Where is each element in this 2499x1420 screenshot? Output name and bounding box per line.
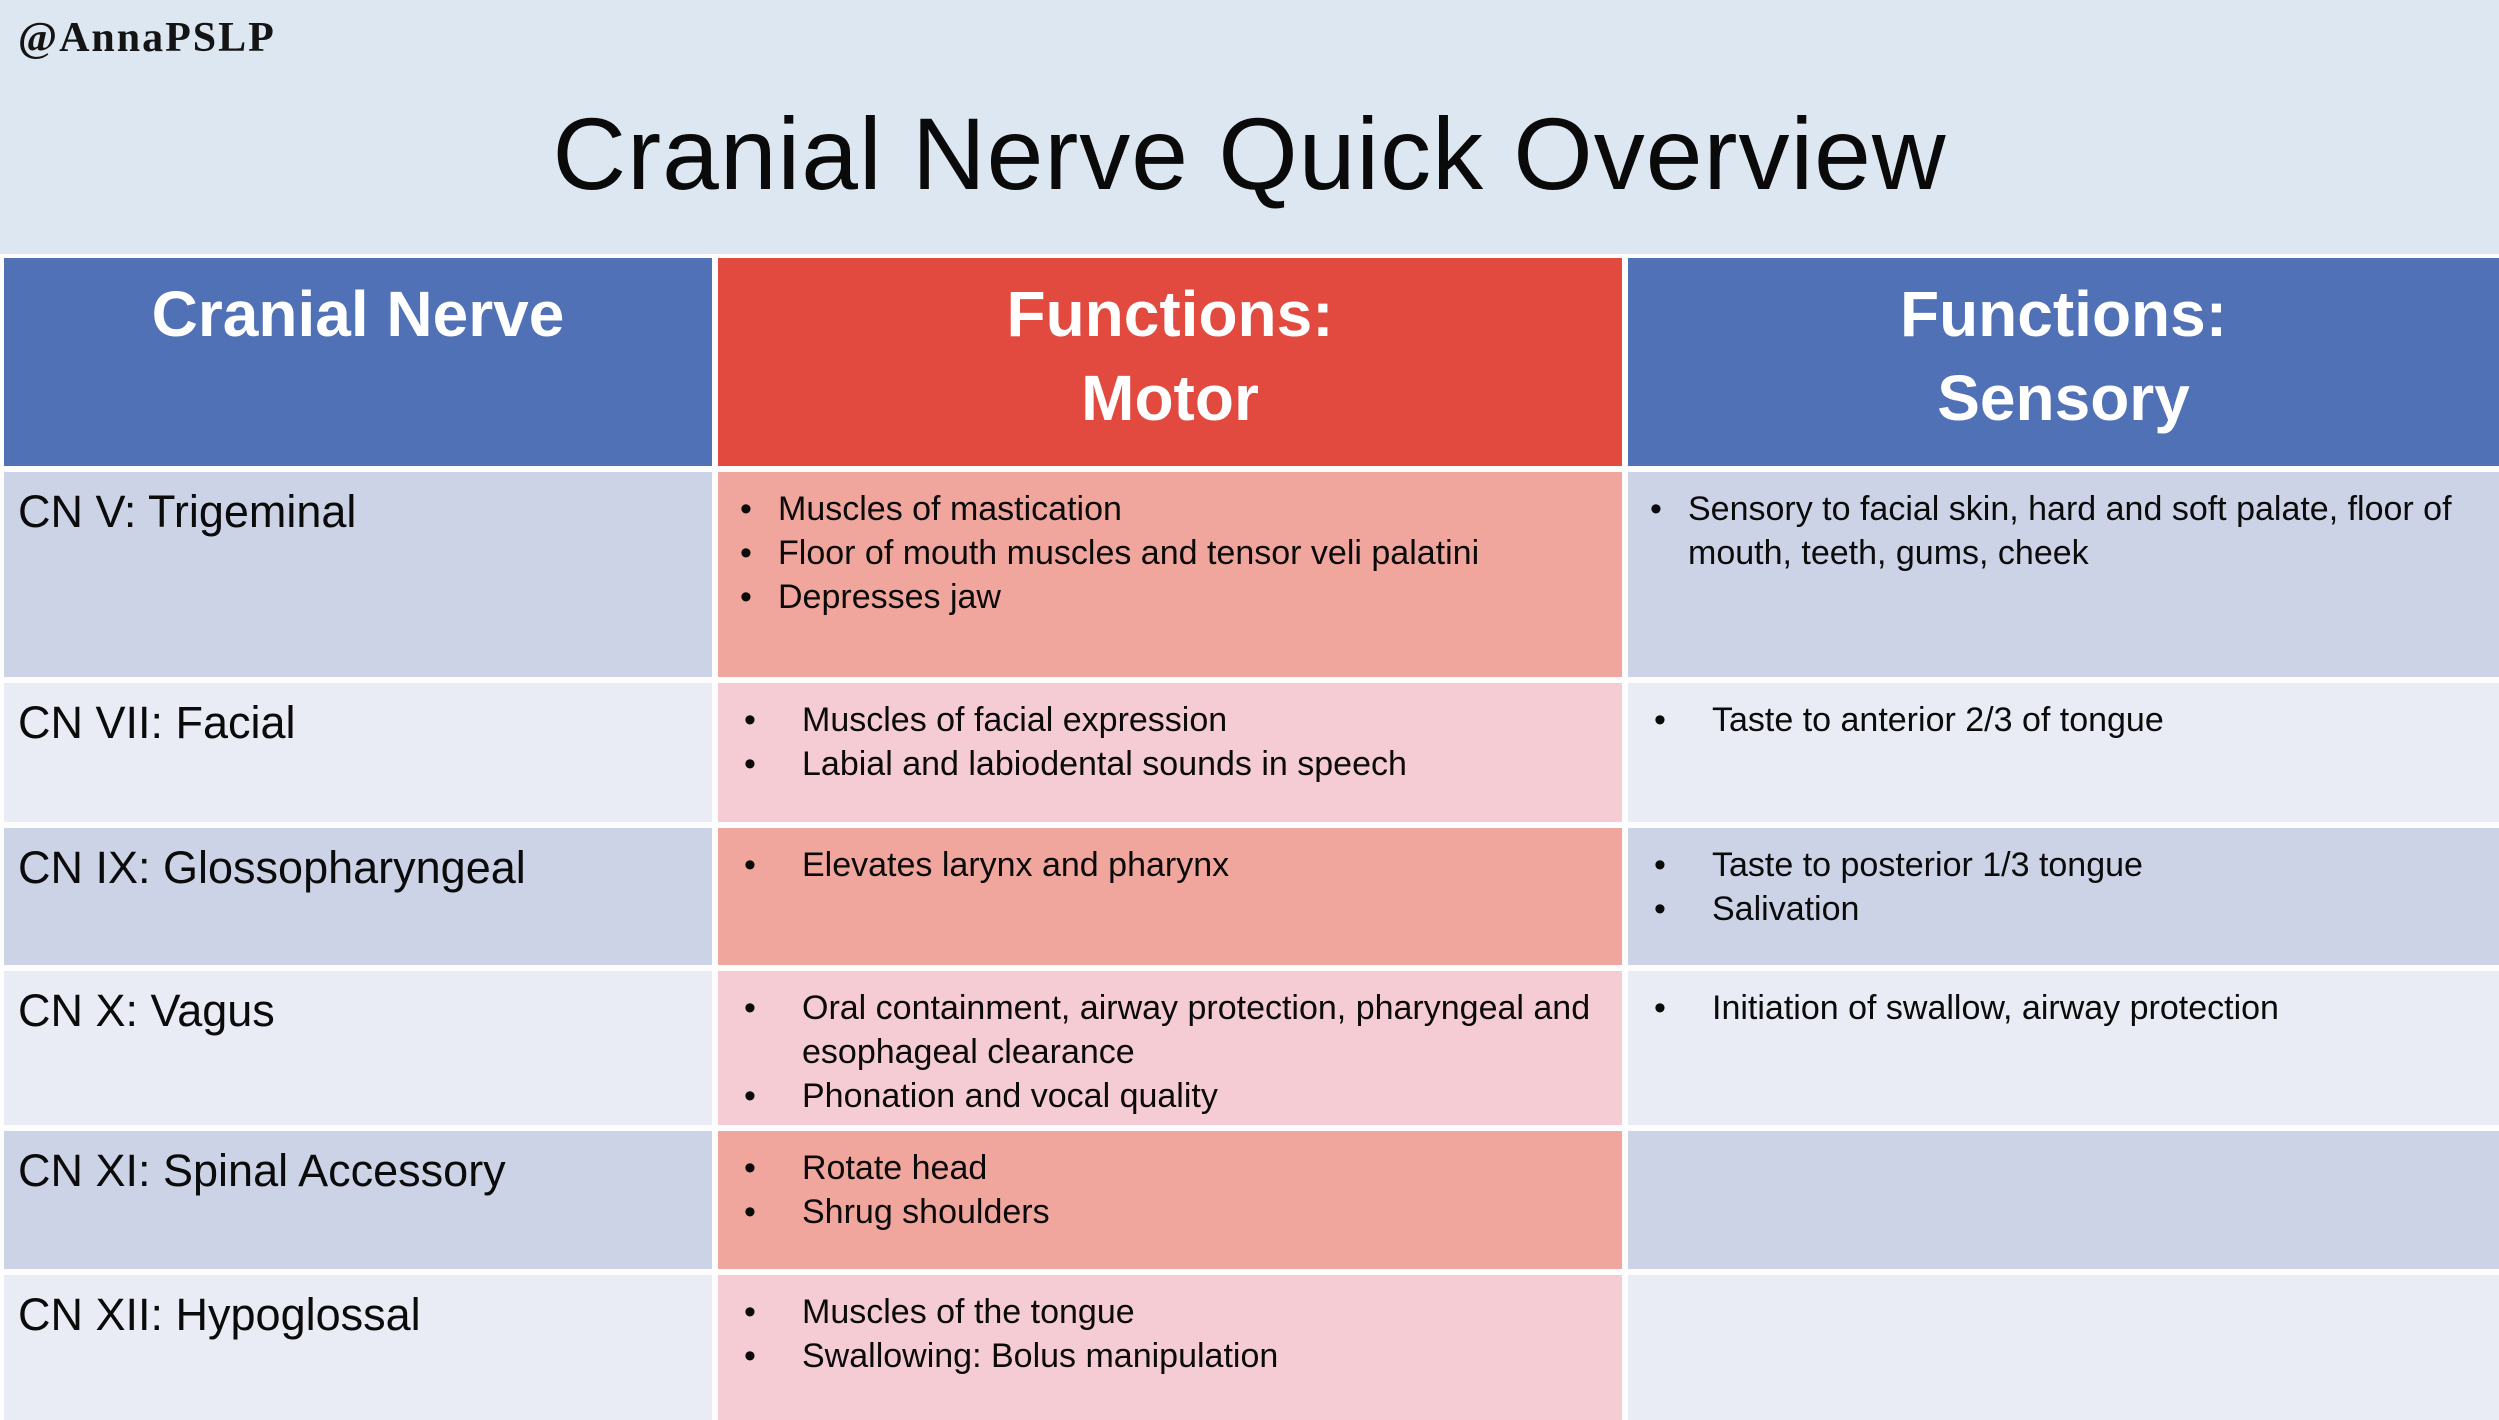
column-header-functions-sensory: Functions: Sensory — [1628, 258, 2499, 466]
bullet-item: Muscles of mastication — [740, 487, 1606, 531]
sensory-list: Initiation of swallow, airway protection — [1628, 971, 2499, 1030]
motor-list: Muscles of facial expression Labial and … — [718, 683, 1622, 787]
author-handle: @AnnaPSLP — [18, 15, 276, 61]
motor-list: Muscles of the tongue Swallowing: Bolus … — [718, 1275, 1622, 1379]
bullet-item: Taste to anterior 2/3 of tongue — [1650, 698, 2483, 742]
sensory-cell-cn-ix: Taste to posterior 1/3 tongue Salivation — [1628, 828, 2499, 965]
bullet-item: Floor of mouth muscles and tensor veli p… — [740, 531, 1606, 575]
sensory-cell-cn-xii — [1628, 1275, 2499, 1420]
sensory-cell-cn-v: Sensory to facial skin, hard and soft pa… — [1628, 472, 2499, 677]
sensory-list: Taste to anterior 2/3 of tongue — [1628, 683, 2499, 742]
column-header-functions-motor: Functions: Motor — [718, 258, 1622, 466]
motor-cell-cn-xii: Muscles of the tongue Swallowing: Bolus … — [718, 1275, 1622, 1420]
column-header-cranial-nerve: Cranial Nerve — [4, 258, 712, 466]
bullet-item: Depresses jaw — [740, 575, 1606, 619]
page-title: Cranial Nerve Quick Overview — [552, 97, 1947, 211]
bullet-item: Taste to posterior 1/3 tongue — [1650, 843, 2483, 887]
nerve-cell-cn-xi: CN XI: Spinal Accessory — [4, 1131, 712, 1269]
sensory-list: Taste to posterior 1/3 tongue Salivation — [1628, 828, 2499, 932]
motor-list: Elevates larynx and pharynx — [718, 828, 1622, 887]
bullet-item: Elevates larynx and pharynx — [740, 843, 1606, 887]
motor-list: Rotate head Shrug shoulders — [718, 1131, 1622, 1235]
sensory-cell-cn-x: Initiation of swallow, airway protection — [1628, 971, 2499, 1125]
nerve-cell-cn-ix: CN IX: Glossopharyngeal — [4, 828, 712, 965]
motor-cell-cn-xi: Rotate head Shrug shoulders — [718, 1131, 1622, 1269]
bullet-item: Labial and labiodental sounds in speech — [740, 742, 1606, 786]
bullet-item: Shrug shoulders — [740, 1190, 1606, 1234]
motor-list: Oral containment, airway protection, pha… — [718, 971, 1622, 1119]
motor-cell-cn-ix: Elevates larynx and pharynx — [718, 828, 1622, 965]
sensory-cell-cn-xi — [1628, 1131, 2499, 1269]
bullet-item: Salivation — [1650, 887, 2483, 931]
nerve-cell-cn-x: CN X: Vagus — [4, 971, 712, 1125]
motor-cell-cn-vii: Muscles of facial expression Labial and … — [718, 683, 1622, 822]
cranial-nerve-table: Cranial Nerve Functions: Motor Functions… — [0, 254, 2499, 1420]
bullet-item: Phonation and vocal quality — [740, 1074, 1606, 1118]
bullet-item: Muscles of facial expression — [740, 698, 1606, 742]
motor-cell-cn-x: Oral containment, airway protection, pha… — [718, 971, 1622, 1125]
motor-cell-cn-v: Muscles of mastication Floor of mouth mu… — [718, 472, 1622, 677]
nerve-cell-cn-vii: CN VII: Facial — [4, 683, 712, 822]
bullet-item: Oral containment, airway protection, pha… — [740, 986, 1606, 1074]
motor-list: Muscles of mastication Floor of mouth mu… — [718, 472, 1622, 620]
bullet-item: Sensory to facial skin, hard and soft pa… — [1650, 487, 2483, 575]
sensory-cell-cn-vii: Taste to anterior 2/3 of tongue — [1628, 683, 2499, 822]
nerve-cell-cn-v: CN V: Trigeminal — [4, 472, 712, 677]
bullet-item: Initiation of swallow, airway protection — [1650, 986, 2483, 1030]
bullet-item: Swallowing: Bolus manipulation — [740, 1334, 1606, 1378]
bullet-item: Rotate head — [740, 1146, 1606, 1190]
sensory-list: Sensory to facial skin, hard and soft pa… — [1628, 472, 2499, 575]
nerve-cell-cn-xii: CN XII: Hypoglossal — [4, 1275, 712, 1420]
bullet-item: Muscles of the tongue — [740, 1290, 1606, 1334]
